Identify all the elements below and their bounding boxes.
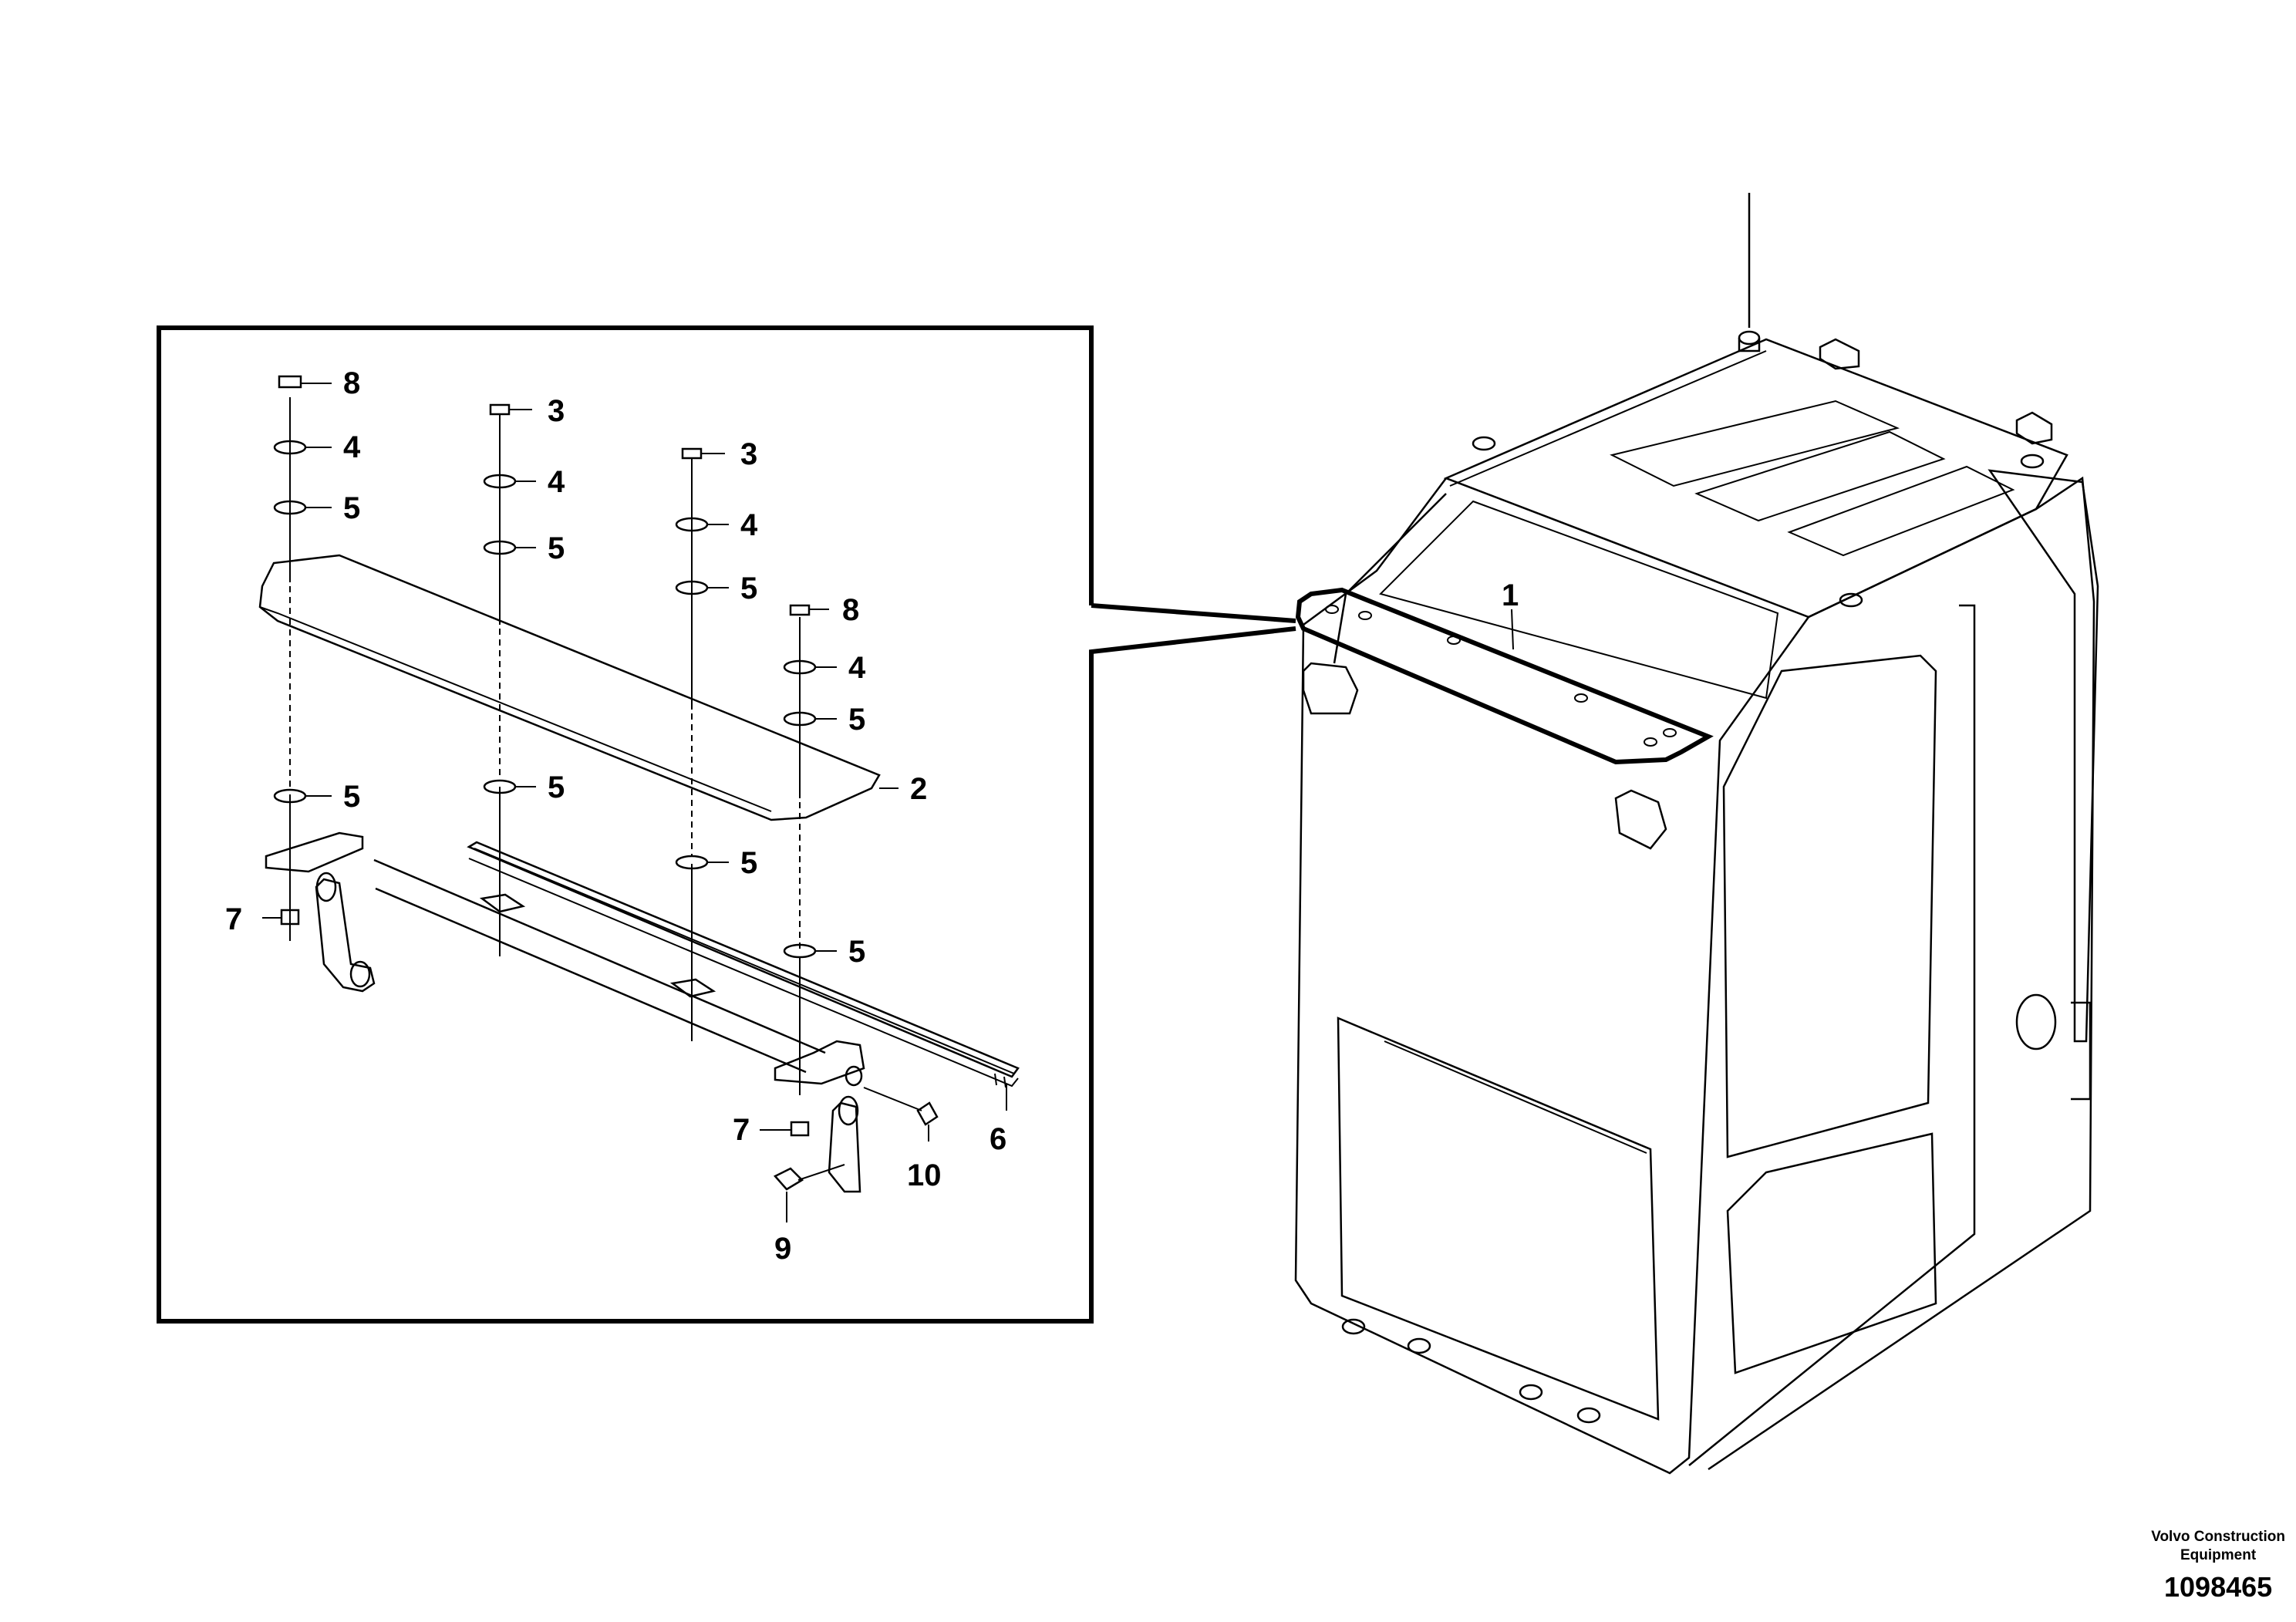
callout-10: 10 <box>907 1158 942 1192</box>
callout-3-col2: 3 <box>548 394 565 428</box>
highlighted-roof-strip <box>1295 587 1714 765</box>
callout-5-col3-upper: 5 <box>740 572 757 605</box>
callout-5-col2-lower: 5 <box>548 771 565 804</box>
callout-4-col3: 4 <box>740 508 758 542</box>
callout-5-col3-lower: 5 <box>740 846 757 880</box>
right-bracket <box>774 1040 865 1193</box>
detail-frame <box>157 325 1296 1324</box>
callout-4-col2: 4 <box>548 465 565 499</box>
left-bracket <box>265 831 376 993</box>
cover-plate <box>258 554 881 821</box>
fastener-stack-3 <box>675 447 709 1041</box>
footer: Volvo Construction Equipment 1098465 <box>2151 1528 2285 1603</box>
callout-5-col4-lower: 5 <box>848 935 865 969</box>
callout-6-rail: 6 <box>990 1122 1006 1156</box>
callout-2-cover-plate: 2 <box>910 772 927 806</box>
cab-illustration: 1 <box>1294 193 2099 1475</box>
callout-4-col1: 4 <box>343 430 361 464</box>
callout-5-col1-upper: 5 <box>343 491 360 525</box>
reference-number: 1098465 <box>2164 1571 2273 1603</box>
callout-8-right: 8 <box>842 593 859 627</box>
rail <box>467 841 1020 1088</box>
manufacturer-line-1: Volvo Construction <box>2151 1529 2285 1545</box>
callout-7-left: 7 <box>225 902 242 936</box>
fastener-stack-4 <box>783 604 817 1137</box>
callout-3-col3: 3 <box>740 437 757 471</box>
callout-5-col1-lower: 5 <box>343 780 360 814</box>
fastener-stack-1 <box>273 375 307 941</box>
fastener-stack-2 <box>483 403 517 956</box>
manufacturer-line-2: Equipment <box>2180 1547 2257 1563</box>
callout-7-right: 7 <box>733 1113 750 1147</box>
callout-5-col4-upper: 5 <box>848 703 865 737</box>
callout-9: 9 <box>774 1232 791 1266</box>
callout-8-top-left: 8 <box>343 366 360 400</box>
callout-4-col4: 4 <box>848 651 866 685</box>
callout-5-col2-upper: 5 <box>548 531 565 565</box>
detail-view: 8 4 5 5 7 3 4 5 5 3 4 5 5 8 4 5 5 2 6 7 … <box>157 325 1296 1324</box>
callout-1-roof-strip: 1 <box>1502 578 1519 612</box>
